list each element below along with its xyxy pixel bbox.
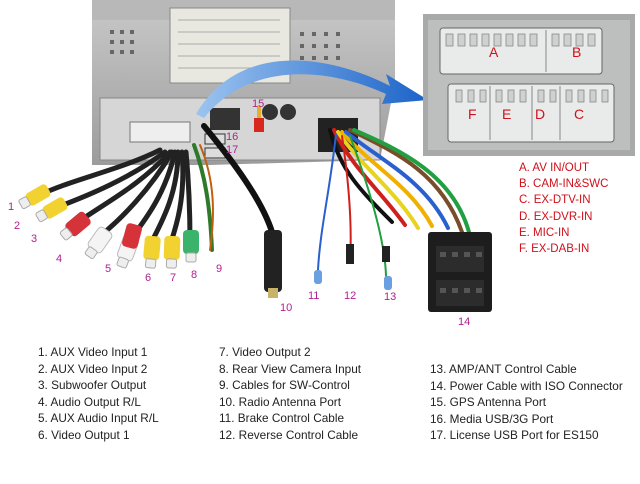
callout-11: 11	[308, 290, 320, 302]
callout-8: 8	[191, 269, 198, 281]
callout-13: 13	[384, 291, 397, 303]
rca-plugs	[18, 184, 199, 269]
slot-label-c: C	[574, 106, 584, 122]
gps-antenna-connector	[254, 106, 264, 132]
legend-item: 11. Brake Control Cable	[219, 411, 345, 426]
slot-label-d: D	[535, 106, 545, 122]
legend-item: 8. Rear View Camera Input	[219, 361, 362, 376]
legend-item: 3. Subwoofer Output	[38, 378, 147, 393]
legend-item: 6. Video Output 1	[38, 427, 130, 442]
callout-2: 2	[14, 220, 21, 232]
slot-label-e: E	[502, 106, 511, 122]
legend-item: 16. Media USB/3G Port	[430, 411, 554, 426]
slot-label-a: A	[489, 44, 499, 60]
connector-legend: A. AV IN/OUT B. CAM-IN&SWC C. EX-DTV-IN …	[519, 160, 608, 257]
legend-item: 9. Cables for SW-Control	[219, 378, 350, 393]
legend-column-1: 1. AUX Video Input 1 2. AUX Video Input …	[38, 344, 159, 444]
legend-item: 15. GPS Antenna Port	[430, 395, 547, 410]
legend-item: 2. AUX Video Input 2	[38, 361, 148, 376]
legend-item: 13. AMP/ANT Control Cable	[430, 362, 577, 376]
callout-17: 17	[226, 144, 239, 156]
callout-6: 6	[145, 272, 152, 284]
callout-4: 4	[56, 253, 63, 265]
iso-harness-wires	[317, 128, 472, 277]
legend-item: 12. Reverse Control Cable	[219, 427, 359, 442]
connector-legend-item: B. CAM-IN&SWC	[519, 178, 609, 191]
callout-5: 5	[105, 263, 112, 275]
legend-column-3: 13. AMP/ANT Control Cable 14. Power Cabl…	[430, 361, 623, 444]
callout-7: 7	[170, 272, 177, 284]
callout-1: 1	[8, 201, 15, 213]
connector-legend-item: D. EX-DVR-IN	[519, 210, 593, 223]
legend-item: 7. Video Output 2	[219, 345, 311, 359]
radio-antenna-plug	[264, 230, 282, 298]
callout-12: 12	[344, 290, 357, 302]
legend-item: 10. Radio Antenna Port	[219, 394, 341, 409]
legend-item: 1. AUX Video Input 1	[38, 345, 148, 359]
pointer-arrow	[196, 60, 428, 118]
callout-3: 3	[31, 233, 38, 245]
slot-label-b: B	[572, 44, 581, 60]
callout-9: 9	[216, 263, 223, 275]
callout-16: 16	[226, 131, 239, 143]
wiring-illustration: A B F E D C	[18, 0, 635, 312]
legend-item: 17. License USB Port for ES150	[430, 428, 599, 443]
callout-10: 10	[280, 302, 293, 314]
connector-legend-item: A. AV IN/OUT	[519, 162, 590, 174]
connector-legend-item: E. MIC-IN	[519, 226, 570, 239]
slot-label-f: F	[468, 106, 477, 122]
connector-legend-item: C. EX-DTV-IN	[519, 194, 591, 207]
legend-item: 4. Audio Output R/L	[38, 394, 141, 409]
callout-14: 14	[458, 316, 471, 328]
legend-item: 5. AUX Audio Input R/L	[38, 411, 159, 426]
legend-column-2: 7. Video Output 2 8. Rear View Camera In…	[219, 344, 361, 444]
connector-legend-item: F. EX-DAB-IN	[519, 243, 590, 256]
head-unit	[92, 0, 395, 165]
small-cable-tips	[314, 244, 392, 290]
callout-15: 15	[252, 98, 265, 110]
connector-inset: A B F E D C	[423, 14, 635, 156]
legend-item: 14. Power Cable with ISO Connector	[430, 378, 623, 393]
iso-connector	[428, 232, 492, 312]
